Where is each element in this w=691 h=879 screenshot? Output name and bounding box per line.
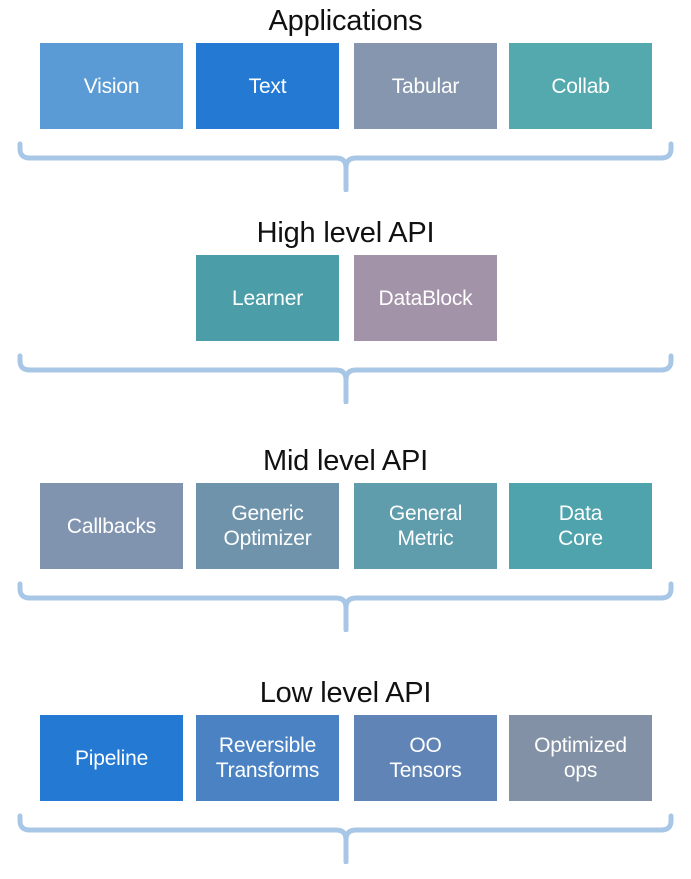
node-optimized-ops[interactable]: Optimized ops xyxy=(509,715,652,801)
node-row-mid-level-api: Callbacks Generic Optimizer General Metric… xyxy=(0,483,691,569)
node-label: Reversible Transforms xyxy=(215,734,320,782)
group-brace-high-level-api xyxy=(0,352,691,404)
node-label: Tabular xyxy=(391,74,460,98)
node-label: Text xyxy=(248,74,287,98)
node-collab[interactable]: Collab xyxy=(509,43,652,129)
node-row-applications: Vision Text Tabular Collab xyxy=(0,43,691,129)
tier-low-level-api: Low level API Pipeline Reversible Transfo… xyxy=(0,676,691,864)
node-generic-optimizer[interactable]: Generic Optimizer xyxy=(196,483,339,569)
node-label: Vision xyxy=(83,74,140,98)
node-tabular[interactable]: Tabular xyxy=(354,43,497,129)
node-general-metric[interactable]: General Metric xyxy=(354,483,497,569)
tier-heading-low-level-api: Low level API xyxy=(259,677,432,709)
node-label: Pipeline xyxy=(74,746,149,770)
tier-heading-high-level-api: High level API xyxy=(256,217,435,249)
group-brace-mid-level-api xyxy=(0,580,691,632)
node-pipeline[interactable]: Pipeline xyxy=(40,715,183,801)
tier-heading-applications: Applications xyxy=(268,5,423,37)
node-text[interactable]: Text xyxy=(196,43,339,129)
tier-high-level-api: High level API Learner DataBlock xyxy=(0,216,691,404)
tier-applications: Applications Vision Text Tabular Collab xyxy=(0,4,691,192)
node-data-core[interactable]: Data Core xyxy=(509,483,652,569)
group-brace-applications xyxy=(0,140,691,192)
node-vision[interactable]: Vision xyxy=(40,43,183,129)
group-brace-low-level-api xyxy=(0,812,691,864)
node-label: Data Core xyxy=(558,502,603,550)
node-label: General Metric xyxy=(388,502,463,550)
tier-mid-level-api: Mid level API Callbacks Generic Optimizer… xyxy=(0,444,691,632)
tier-heading-mid-level-api: Mid level API xyxy=(262,445,429,477)
node-label: Collab xyxy=(551,74,610,98)
node-row-high-level-api: Learner DataBlock xyxy=(0,255,691,341)
node-row-low-level-api: Pipeline Reversible Transforms OO Tensors O… xyxy=(0,715,691,801)
node-datablock[interactable]: DataBlock xyxy=(354,255,497,341)
node-label: DataBlock xyxy=(378,286,473,310)
node-label: Optimized ops xyxy=(534,734,627,782)
node-label: Callbacks xyxy=(66,514,157,538)
node-label: OO Tensors xyxy=(389,734,462,782)
node-oo-tensors[interactable]: OO Tensors xyxy=(354,715,497,801)
node-learner[interactable]: Learner xyxy=(196,255,339,341)
node-label: Generic Optimizer xyxy=(223,502,312,550)
node-callbacks[interactable]: Callbacks xyxy=(40,483,183,569)
node-label: Learner xyxy=(232,286,303,310)
node-reversible-transforms[interactable]: Reversible Transforms xyxy=(196,715,339,801)
